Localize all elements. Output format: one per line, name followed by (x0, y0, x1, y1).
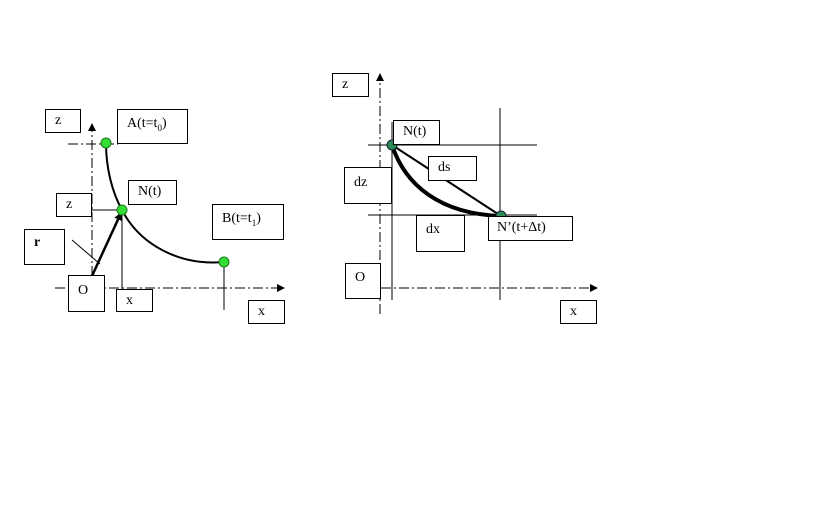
left-coord-z-label: z (56, 193, 92, 217)
right-point-n-label: N(t) (393, 120, 440, 145)
right-origin-label: O (345, 263, 381, 299)
left-axis-x-label: x (248, 300, 285, 324)
left-point-a-main: A(t=t (127, 116, 158, 131)
left-point-n (116, 204, 128, 216)
left-position-vector (90, 212, 123, 277)
left-r-pointer (71, 239, 101, 265)
left-origin-label: O (68, 275, 105, 312)
right-ds-label: ds (428, 156, 477, 181)
left-coord-x-label: x (116, 289, 153, 312)
left-axis-z-label: z (45, 109, 81, 133)
right-arc (390, 144, 502, 218)
left-point-b-label: B(t=t1) (212, 204, 284, 240)
right-axis-x-label: x (560, 300, 597, 324)
left-point-a (100, 137, 112, 149)
left-point-b (218, 256, 230, 268)
left-point-b-main: B(t=t (222, 211, 252, 226)
left-vector-r-label: r (24, 229, 65, 265)
right-dx-label: dx (416, 215, 465, 252)
left-point-n-label: N(t) (128, 180, 177, 205)
left-point-a-sub: 0 (157, 122, 162, 133)
left-point-a-tail: ) (161, 116, 167, 131)
left-point-a-label: A(t=t0) (117, 109, 188, 144)
right-dz-label: dz (344, 167, 392, 204)
right-axis-z-label: z (332, 73, 369, 97)
right-point-nprime-label: N’(t+Δt) (488, 216, 573, 241)
left-point-b-sub: 1 (251, 217, 257, 228)
left-point-b-tail: ) (256, 211, 261, 226)
